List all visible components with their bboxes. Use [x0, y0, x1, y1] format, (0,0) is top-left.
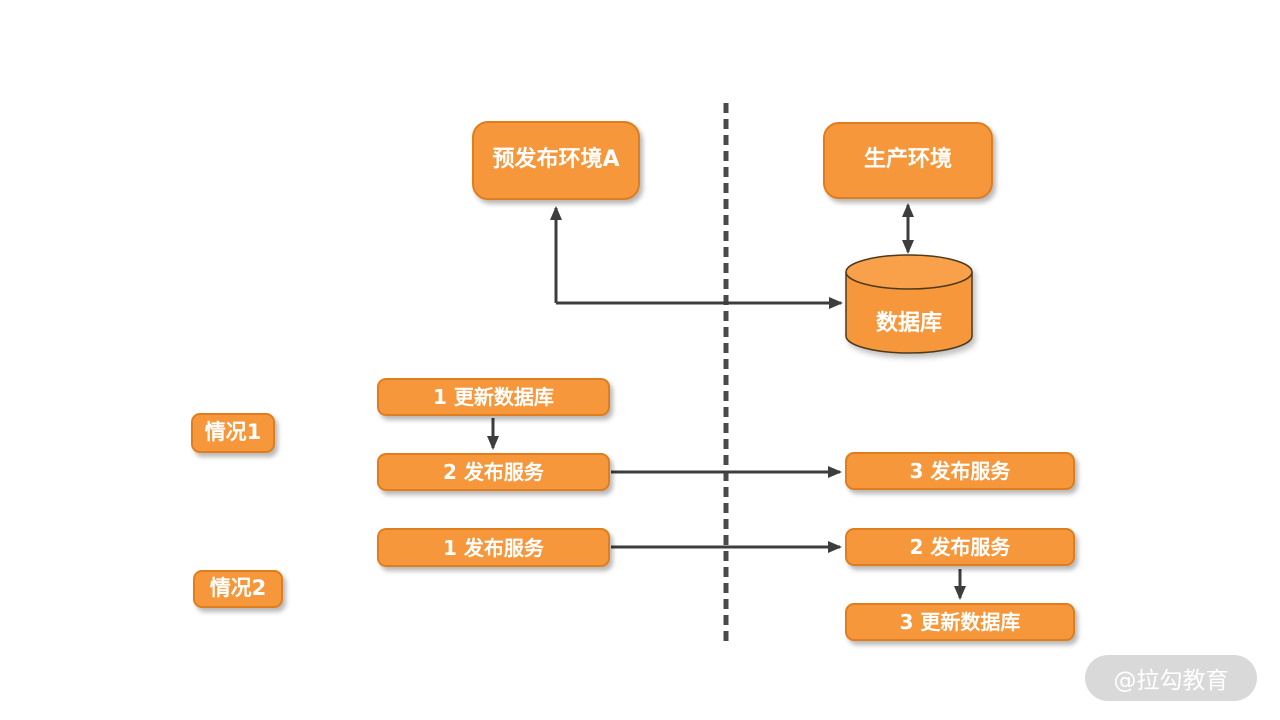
case1-step-update-database: 1 更新数据库	[377, 378, 610, 416]
node-database-label: 数据库	[875, 311, 942, 336]
case2-step-update-database: 3 更新数据库	[845, 603, 1075, 641]
case2-step-publish-service-production: 2 发布服务	[845, 528, 1075, 566]
node-pre-release-environment: 预发布环境A	[472, 121, 640, 200]
database-cylinder-top	[845, 254, 973, 290]
case2-step-publish-service-staging: 1 发布服务	[377, 528, 610, 567]
database-cylinder	[845, 254, 973, 354]
case1-step-publish-service-production: 3 发布服务	[845, 452, 1075, 490]
case2-label: 情况2	[193, 570, 283, 608]
case1-step-publish-service-staging: 2 发布服务	[377, 453, 610, 491]
case1-label: 情况1	[191, 413, 275, 453]
node-production-environment: 生产环境	[823, 122, 993, 199]
watermark-lagou-education: @拉勾教育	[1085, 655, 1257, 701]
